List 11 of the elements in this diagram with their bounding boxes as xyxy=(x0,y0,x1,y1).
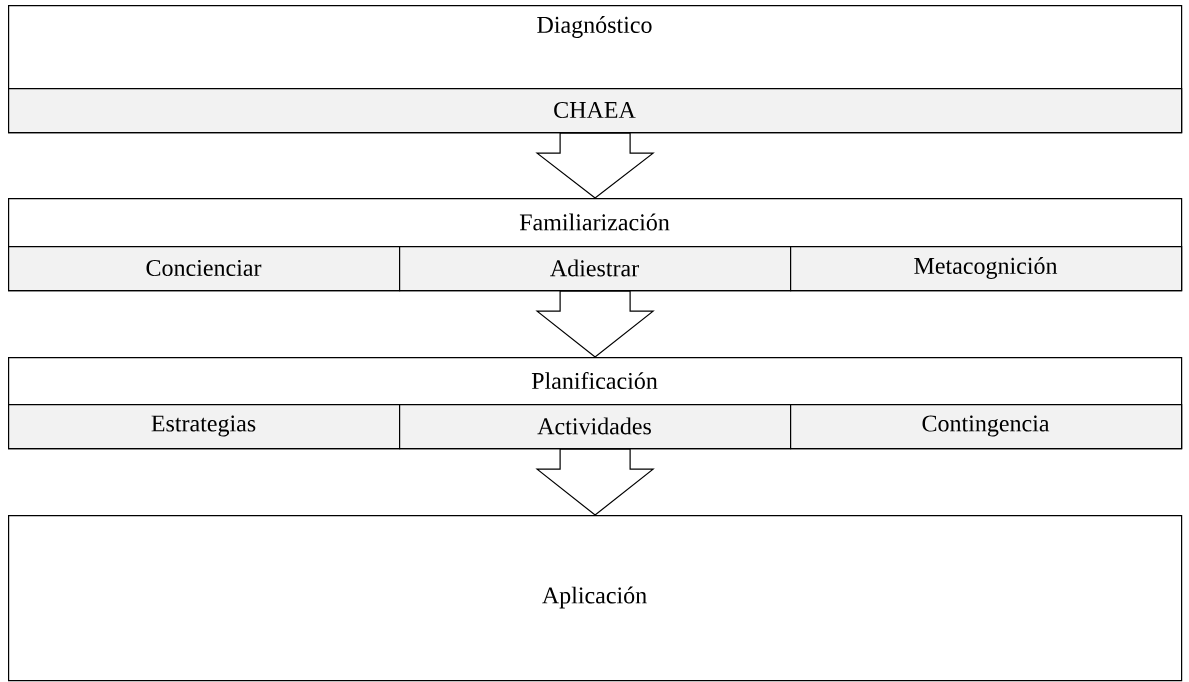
sub-box: Adiestrar xyxy=(399,246,792,292)
sub-box: CHAEA xyxy=(8,88,1183,134)
sub-box: Estrategias xyxy=(8,404,401,450)
block-arrow xyxy=(535,290,655,358)
sub-box: Concienciar xyxy=(8,246,401,292)
sub-box: Contingencia xyxy=(790,404,1183,450)
block-arrow xyxy=(535,132,655,199)
sub-box: Actividades xyxy=(399,404,792,450)
stage-box: Aplicación xyxy=(8,515,1183,682)
sub-box: Metacognición xyxy=(790,246,1183,292)
block-arrow xyxy=(535,448,655,516)
